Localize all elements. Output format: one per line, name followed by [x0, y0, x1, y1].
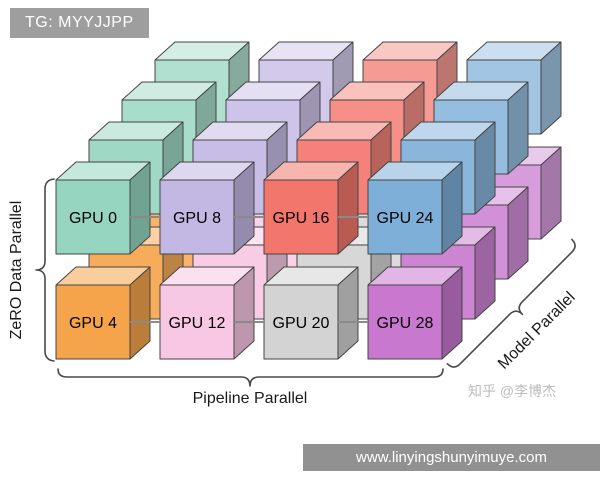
- zero-data-parallel-label: ZeRO Data Parallel: [8, 201, 25, 340]
- gpu-label: GPU 24: [377, 210, 434, 227]
- gpu-label: GPU 28: [377, 315, 434, 332]
- gpu-label: GPU 0: [69, 210, 117, 227]
- zhihu-watermark: 知乎 @李博杰: [468, 383, 557, 399]
- gpu-cube-front: GPU 24: [367, 161, 463, 255]
- gpu-cube-front: GPU 28: [367, 266, 463, 360]
- site-watermark-bar: www.linyingshunyimuye.com: [303, 444, 600, 471]
- gpu-cube-front: GPU 16: [263, 161, 359, 255]
- pipeline-parallel-brace: [57, 368, 444, 387]
- gpu-label: GPU 8: [173, 210, 221, 227]
- zero-data-parallel-brace: [35, 178, 55, 362]
- gpu-label: GPU 12: [169, 315, 226, 332]
- gpu-cube-front: GPU 12: [159, 266, 255, 360]
- pipeline-parallel-label: Pipeline Parallel: [193, 390, 308, 407]
- gpu-cube-front: GPU 20: [263, 266, 359, 360]
- gpu-label: GPU 4: [69, 315, 117, 332]
- gpu-cube-front: GPU 0: [55, 161, 151, 255]
- gpu-cubes: GPU 0 GPU 8 GPU 16 GPU 24 GPU 4 GPU 12 GPU 20 G…: [55, 41, 562, 360]
- tg-watermark-badge: TG: MYYJJPP: [10, 8, 149, 38]
- site-url: www.linyingshunyimuye.com: [356, 449, 547, 466]
- model-parallel-brace: [446, 238, 576, 368]
- model-parallel-label: Model Parallel: [495, 289, 579, 373]
- gpu-label: GPU 16: [273, 210, 330, 227]
- gpu-cube-front: GPU 4: [55, 266, 151, 360]
- gpu-label: GPU 20: [273, 315, 330, 332]
- gpu-cube-front: GPU 8: [159, 161, 255, 255]
